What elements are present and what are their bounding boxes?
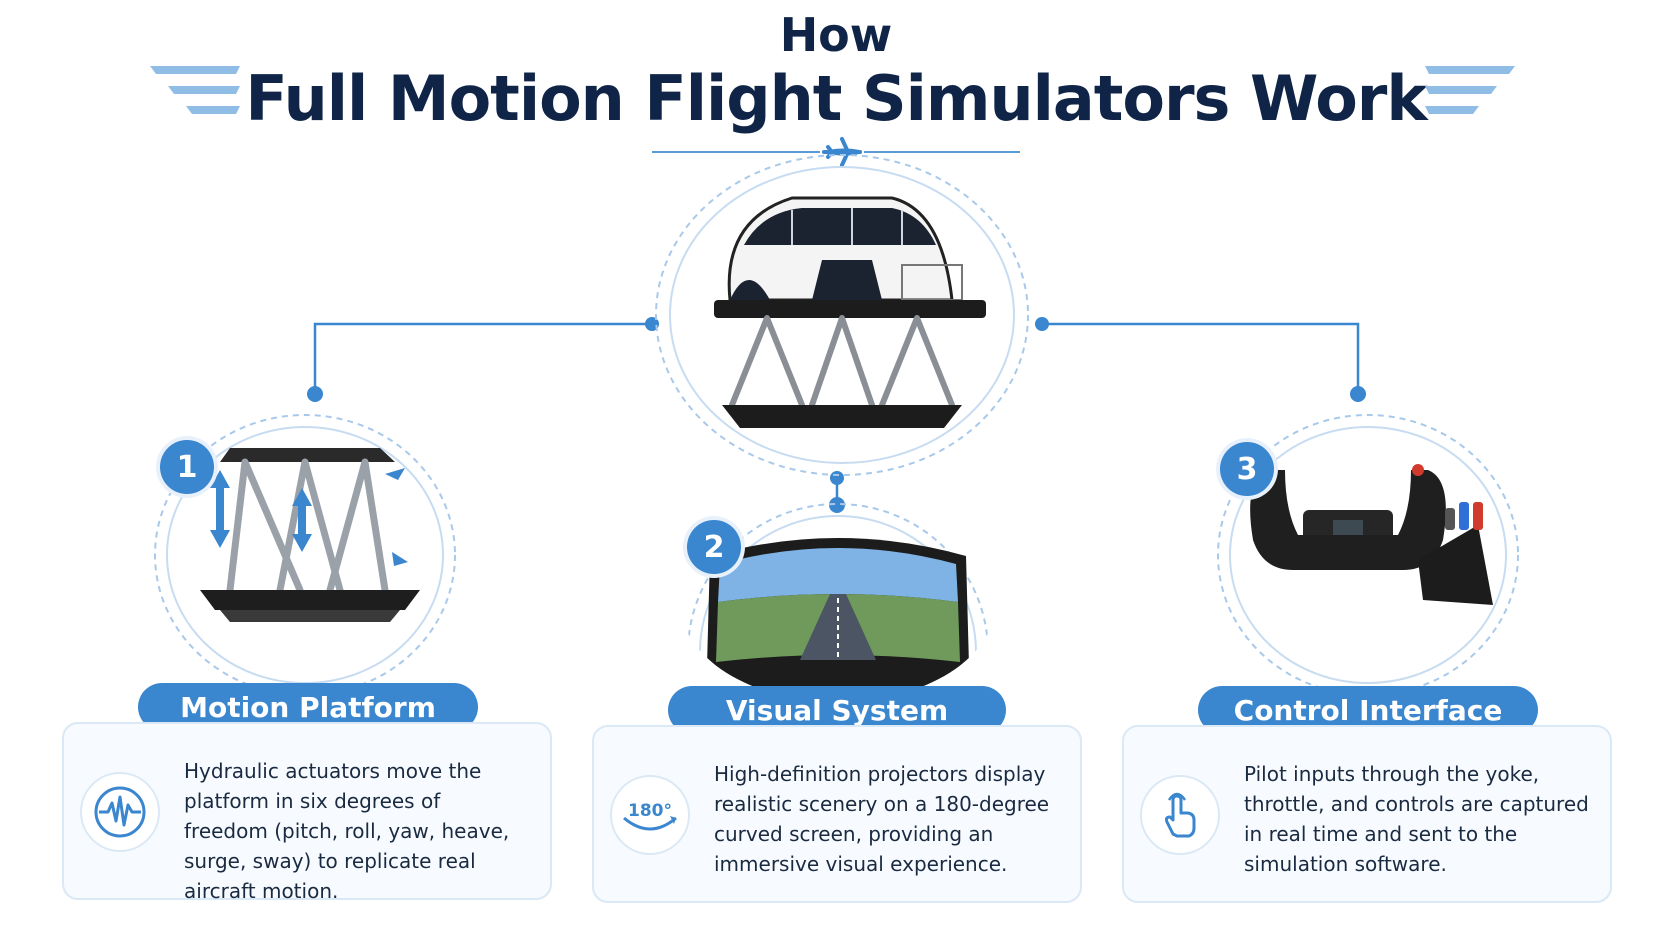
description-control-interface: Pilot inputs through the yoke, throttle,… bbox=[1244, 762, 1589, 876]
view-180-icon: 180° bbox=[610, 775, 690, 855]
curved-screen-runway-icon bbox=[706, 538, 970, 702]
view-180-text: 180° bbox=[628, 801, 672, 821]
description-motion-platform: Hydraulic actuators move the platform in… bbox=[184, 759, 510, 903]
waveform-icon bbox=[80, 772, 160, 852]
title-how: How bbox=[779, 8, 893, 62]
left-wing-stripes-icon bbox=[150, 66, 240, 114]
hexapod-platform-icon bbox=[200, 448, 420, 622]
step-number-1: 1 bbox=[160, 440, 214, 494]
step-number-2: 2 bbox=[687, 520, 741, 574]
description-visual-system: High-definition projectors display reali… bbox=[714, 762, 1050, 876]
card-control-interface: Pilot inputs through the yoke, throttle,… bbox=[1122, 725, 1612, 903]
card-visual-system: 180° High-definition projectors display … bbox=[592, 725, 1082, 903]
control-interface-frame bbox=[1217, 414, 1519, 696]
right-wing-stripes-icon bbox=[1425, 66, 1515, 114]
yoke-throttle-icon bbox=[1250, 464, 1493, 605]
card-motion-platform: Hydraulic actuators move the platform in… bbox=[62, 722, 552, 903]
step-number-3: 3 bbox=[1220, 442, 1274, 496]
simulator-capsule-icon bbox=[714, 196, 986, 428]
page-title: Full Motion Flight Simulators Work bbox=[245, 62, 1427, 135]
motion-arrows-icon bbox=[210, 468, 408, 566]
center-simulator-frame bbox=[655, 154, 1029, 476]
motion-platform-frame bbox=[154, 414, 456, 696]
touch-hand-icon bbox=[1140, 775, 1220, 855]
